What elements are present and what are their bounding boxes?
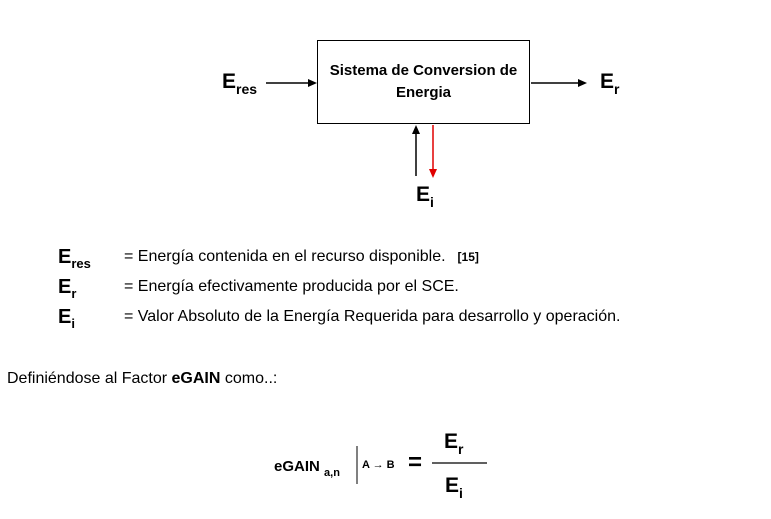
output-energy-label: Er <box>600 70 620 97</box>
invested-energy-label: Ei <box>416 183 434 210</box>
invested-down-arrowhead <box>429 169 437 178</box>
output-arrowhead <box>578 79 587 87</box>
intro-sentence: Definiéndose al Factor eGAIN como..: <box>7 370 278 387</box>
definition-text: = Valor Absoluto de la Energía Requerida… <box>124 308 621 325</box>
input-arrowhead <box>308 79 317 87</box>
system-box: Sistema de Conversion de Energia <box>317 40 530 124</box>
formula-equals: = <box>408 449 423 476</box>
fraction-numerator: Er <box>444 430 464 457</box>
definition-text: = Energía efectivamente producida por el… <box>124 278 459 295</box>
definition-text: = Energía contenida en el recurso dispon… <box>124 248 479 265</box>
system-label: Sistema de Conversion de Energia <box>329 62 518 101</box>
fraction-denominator: Ei <box>445 474 463 501</box>
reference-citation: [15] <box>457 250 479 264</box>
definition-symbol: Er <box>58 276 77 301</box>
formula-condition: A → B <box>362 459 395 471</box>
input-energy-label: Eres <box>222 70 258 97</box>
definition-symbol: Eres <box>58 246 91 271</box>
feedback-up-arrowhead <box>412 125 420 134</box>
formula-name: eGAIN a,n <box>274 458 340 479</box>
definition-symbol: Ei <box>58 306 75 331</box>
